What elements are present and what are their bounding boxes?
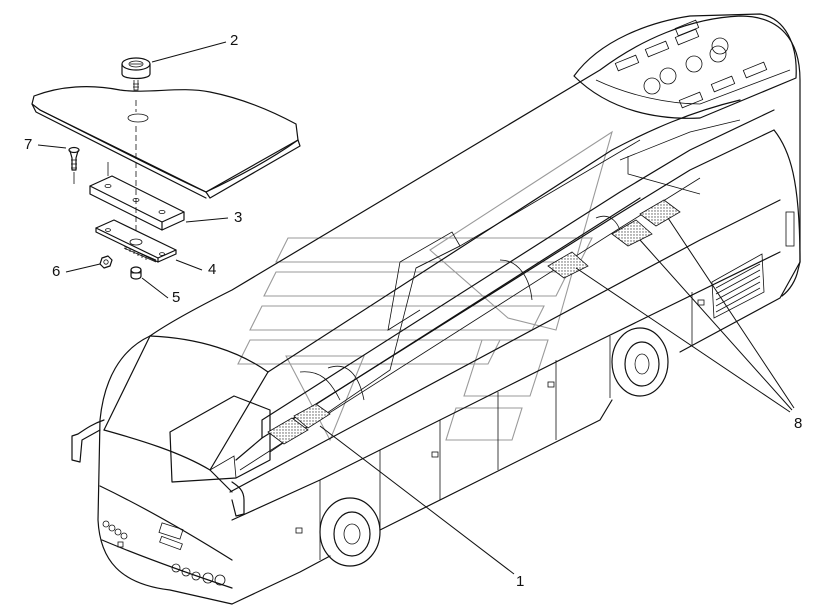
callout-5: 5 bbox=[141, 277, 180, 306]
callout-7: 7 bbox=[24, 136, 67, 153]
svg-text:5: 5 bbox=[172, 289, 180, 306]
svg-text:7: 7 bbox=[24, 136, 32, 153]
svg-text:1: 1 bbox=[516, 573, 524, 590]
bracket-plate bbox=[89, 175, 185, 231]
callout-4: 4 bbox=[175, 259, 216, 278]
mounting-detail bbox=[31, 57, 301, 280]
front-wheel bbox=[319, 497, 381, 567]
svg-text:8: 8 bbox=[794, 415, 802, 432]
receptacle-plate bbox=[95, 219, 177, 263]
callout-3: 3 bbox=[185, 209, 242, 226]
washer-nut bbox=[130, 266, 142, 280]
roof-vent-panels bbox=[267, 199, 681, 445]
quarter-turn-fastener bbox=[121, 57, 151, 91]
callout-8: 8 bbox=[575, 217, 802, 432]
rear-wheel bbox=[611, 327, 669, 397]
nut bbox=[99, 255, 113, 269]
callout-6: 6 bbox=[52, 263, 101, 280]
svg-text:4: 4 bbox=[208, 261, 216, 278]
screw bbox=[68, 146, 80, 171]
coach-bus bbox=[71, 13, 801, 605]
callout-2: 2 bbox=[151, 32, 238, 63]
svg-text:3: 3 bbox=[234, 209, 242, 226]
svg-text:6: 6 bbox=[52, 263, 60, 280]
svg-text:2: 2 bbox=[230, 32, 238, 49]
callout-1: 1 bbox=[319, 425, 524, 590]
